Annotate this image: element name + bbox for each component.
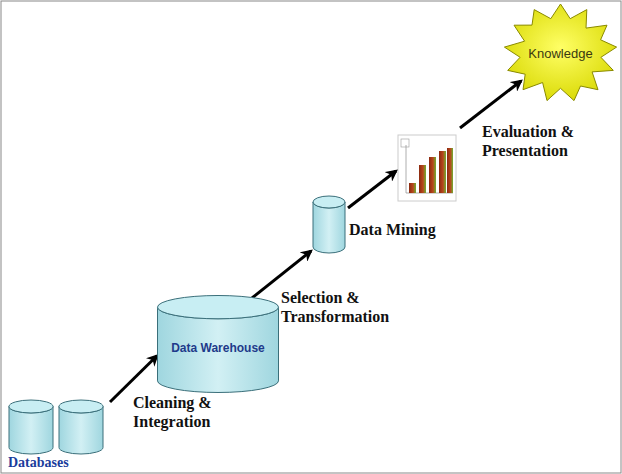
step-label: Evaluation & Presentation	[482, 122, 594, 160]
flow-arrow	[460, 81, 521, 128]
step-label: Cleaning & Integration	[133, 393, 233, 431]
database-group: Databases	[6, 398, 110, 470]
step-label: Data Mining	[349, 220, 459, 239]
node-label: Data Warehouse	[171, 341, 265, 356]
selected-data-cylinder	[313, 196, 345, 253]
warehouse-cylinder: Data Warehouse	[157, 295, 279, 393]
node-label: Knowledge	[528, 46, 592, 61]
step-label: Selection & Transformation	[281, 288, 411, 326]
knowledge-star: Knowledge	[503, 3, 618, 103]
pattern-chart	[398, 135, 456, 201]
flow-arrow	[348, 171, 396, 208]
node-label: Databases	[8, 456, 69, 470]
